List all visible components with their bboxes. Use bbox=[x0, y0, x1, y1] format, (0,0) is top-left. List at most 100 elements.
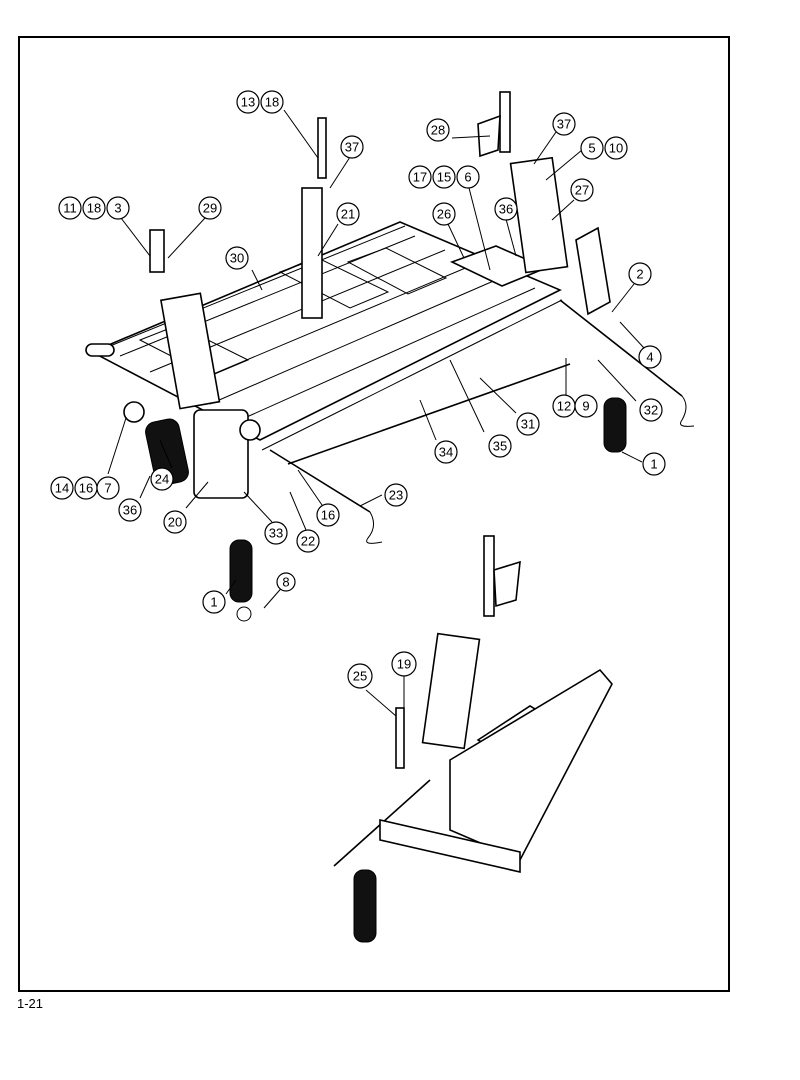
callout-28: 28 bbox=[426, 118, 450, 142]
svg-text:9: 9 bbox=[582, 399, 589, 414]
svg-text:34: 34 bbox=[439, 445, 453, 460]
svg-text:7: 7 bbox=[104, 481, 111, 496]
main-assembly bbox=[85, 91, 695, 622]
callout-7: 7 bbox=[96, 476, 120, 500]
callout-35: 35 bbox=[488, 434, 512, 458]
svg-text:21: 21 bbox=[341, 207, 355, 222]
svg-text:36: 36 bbox=[499, 202, 513, 217]
callout-23: 23 bbox=[384, 483, 408, 507]
callout-8: 8 bbox=[276, 572, 296, 592]
detail-bar bbox=[379, 818, 521, 874]
svg-text:25: 25 bbox=[353, 669, 367, 684]
front-roller bbox=[85, 343, 115, 357]
callout-30: 30 bbox=[225, 246, 249, 270]
callout-13: 13 bbox=[236, 90, 260, 114]
callout-12: 12 bbox=[552, 394, 576, 418]
svg-text:10: 10 bbox=[609, 141, 623, 156]
callout-24: 24 bbox=[150, 467, 174, 491]
page-number: 1-21 bbox=[17, 996, 44, 1011]
support-shaft-left bbox=[269, 449, 371, 513]
callout-1b: 1 bbox=[202, 590, 226, 614]
callout-15: 15 bbox=[432, 165, 456, 189]
svg-text:1: 1 bbox=[650, 457, 657, 472]
support-shaft-lower bbox=[287, 363, 571, 465]
svg-text:5: 5 bbox=[588, 141, 595, 156]
spring-right bbox=[603, 397, 627, 453]
svg-text:8: 8 bbox=[282, 575, 289, 590]
callout-3: 3 bbox=[106, 196, 130, 220]
svg-text:6: 6 bbox=[464, 170, 471, 185]
svg-text:37: 37 bbox=[557, 117, 571, 132]
side-bracket bbox=[575, 226, 611, 316]
svg-text:37: 37 bbox=[345, 140, 359, 155]
detail-flag bbox=[493, 560, 521, 608]
callout-20: 20 bbox=[163, 510, 187, 534]
callout-22: 22 bbox=[296, 529, 320, 553]
spring-eye bbox=[236, 606, 252, 622]
svg-text:18: 18 bbox=[265, 95, 279, 110]
callout-14: 14 bbox=[50, 476, 74, 500]
svg-text:32: 32 bbox=[644, 403, 658, 418]
svg-text:29: 29 bbox=[203, 201, 217, 216]
callout-6: 6 bbox=[456, 165, 480, 189]
callout-2: 2 bbox=[628, 262, 652, 286]
svg-text:24: 24 bbox=[155, 472, 169, 487]
svg-text:11: 11 bbox=[63, 201, 77, 216]
callout-26: 26 bbox=[432, 202, 456, 226]
svg-text:36: 36 bbox=[123, 503, 137, 518]
callout-29: 29 bbox=[198, 196, 222, 220]
drawing-frame bbox=[18, 36, 730, 992]
callout-4: 4 bbox=[638, 345, 662, 369]
callout-18b: 18 bbox=[82, 196, 106, 220]
svg-text:1: 1 bbox=[210, 595, 217, 610]
callout-27: 27 bbox=[570, 178, 594, 202]
callout-17: 17 bbox=[408, 165, 432, 189]
callout-25: 25 bbox=[347, 663, 373, 689]
hook-right bbox=[680, 395, 695, 427]
callout-21: 21 bbox=[336, 202, 360, 226]
svg-text:26: 26 bbox=[437, 207, 451, 222]
callout-37b: 37 bbox=[552, 112, 576, 136]
callout-31: 31 bbox=[516, 412, 540, 436]
svg-text:15: 15 bbox=[437, 170, 451, 185]
callout-balloons: 13 18 37 28 37 5 10 17 15 6 11 18 3 29 2… bbox=[50, 90, 666, 689]
svg-text:33: 33 bbox=[269, 526, 283, 541]
callout-9: 9 bbox=[574, 394, 598, 418]
detail-belt bbox=[449, 668, 613, 862]
callout-32: 32 bbox=[639, 398, 663, 422]
svg-text:14: 14 bbox=[55, 481, 69, 496]
svg-text:35: 35 bbox=[493, 439, 507, 454]
spring-lower-left bbox=[229, 539, 253, 603]
svg-text:13: 13 bbox=[241, 95, 255, 110]
detail-rod bbox=[483, 535, 495, 617]
callout-33: 33 bbox=[264, 521, 288, 545]
gas-spring-main bbox=[145, 418, 189, 486]
callout-16: 16 bbox=[74, 476, 98, 500]
svg-text:2: 2 bbox=[636, 267, 643, 282]
callout-18: 18 bbox=[260, 90, 284, 114]
svg-text:4: 4 bbox=[646, 350, 653, 365]
svg-text:16: 16 bbox=[79, 481, 93, 496]
svg-text:20: 20 bbox=[168, 515, 182, 530]
support-shaft-right bbox=[559, 299, 683, 397]
hook-left bbox=[366, 511, 383, 544]
svg-text:12: 12 bbox=[557, 399, 571, 414]
callout-16b: 16 bbox=[316, 503, 340, 527]
callout-19: 19 bbox=[391, 651, 417, 677]
callout-36b: 36 bbox=[118, 498, 142, 522]
svg-text:17: 17 bbox=[413, 170, 427, 185]
callout-34: 34 bbox=[434, 440, 458, 464]
callout-10: 10 bbox=[604, 136, 628, 160]
detail-spring bbox=[353, 869, 377, 943]
callout-5: 5 bbox=[580, 136, 604, 160]
svg-text:16: 16 bbox=[321, 508, 335, 523]
callout-37: 37 bbox=[340, 135, 364, 159]
svg-text:23: 23 bbox=[389, 488, 403, 503]
detail-bracket bbox=[421, 632, 481, 750]
svg-text:19: 19 bbox=[397, 657, 411, 672]
callout-36: 36 bbox=[494, 197, 518, 221]
svg-text:28: 28 bbox=[431, 123, 445, 138]
left-hinge bbox=[123, 401, 261, 499]
svg-text:27: 27 bbox=[575, 183, 589, 198]
